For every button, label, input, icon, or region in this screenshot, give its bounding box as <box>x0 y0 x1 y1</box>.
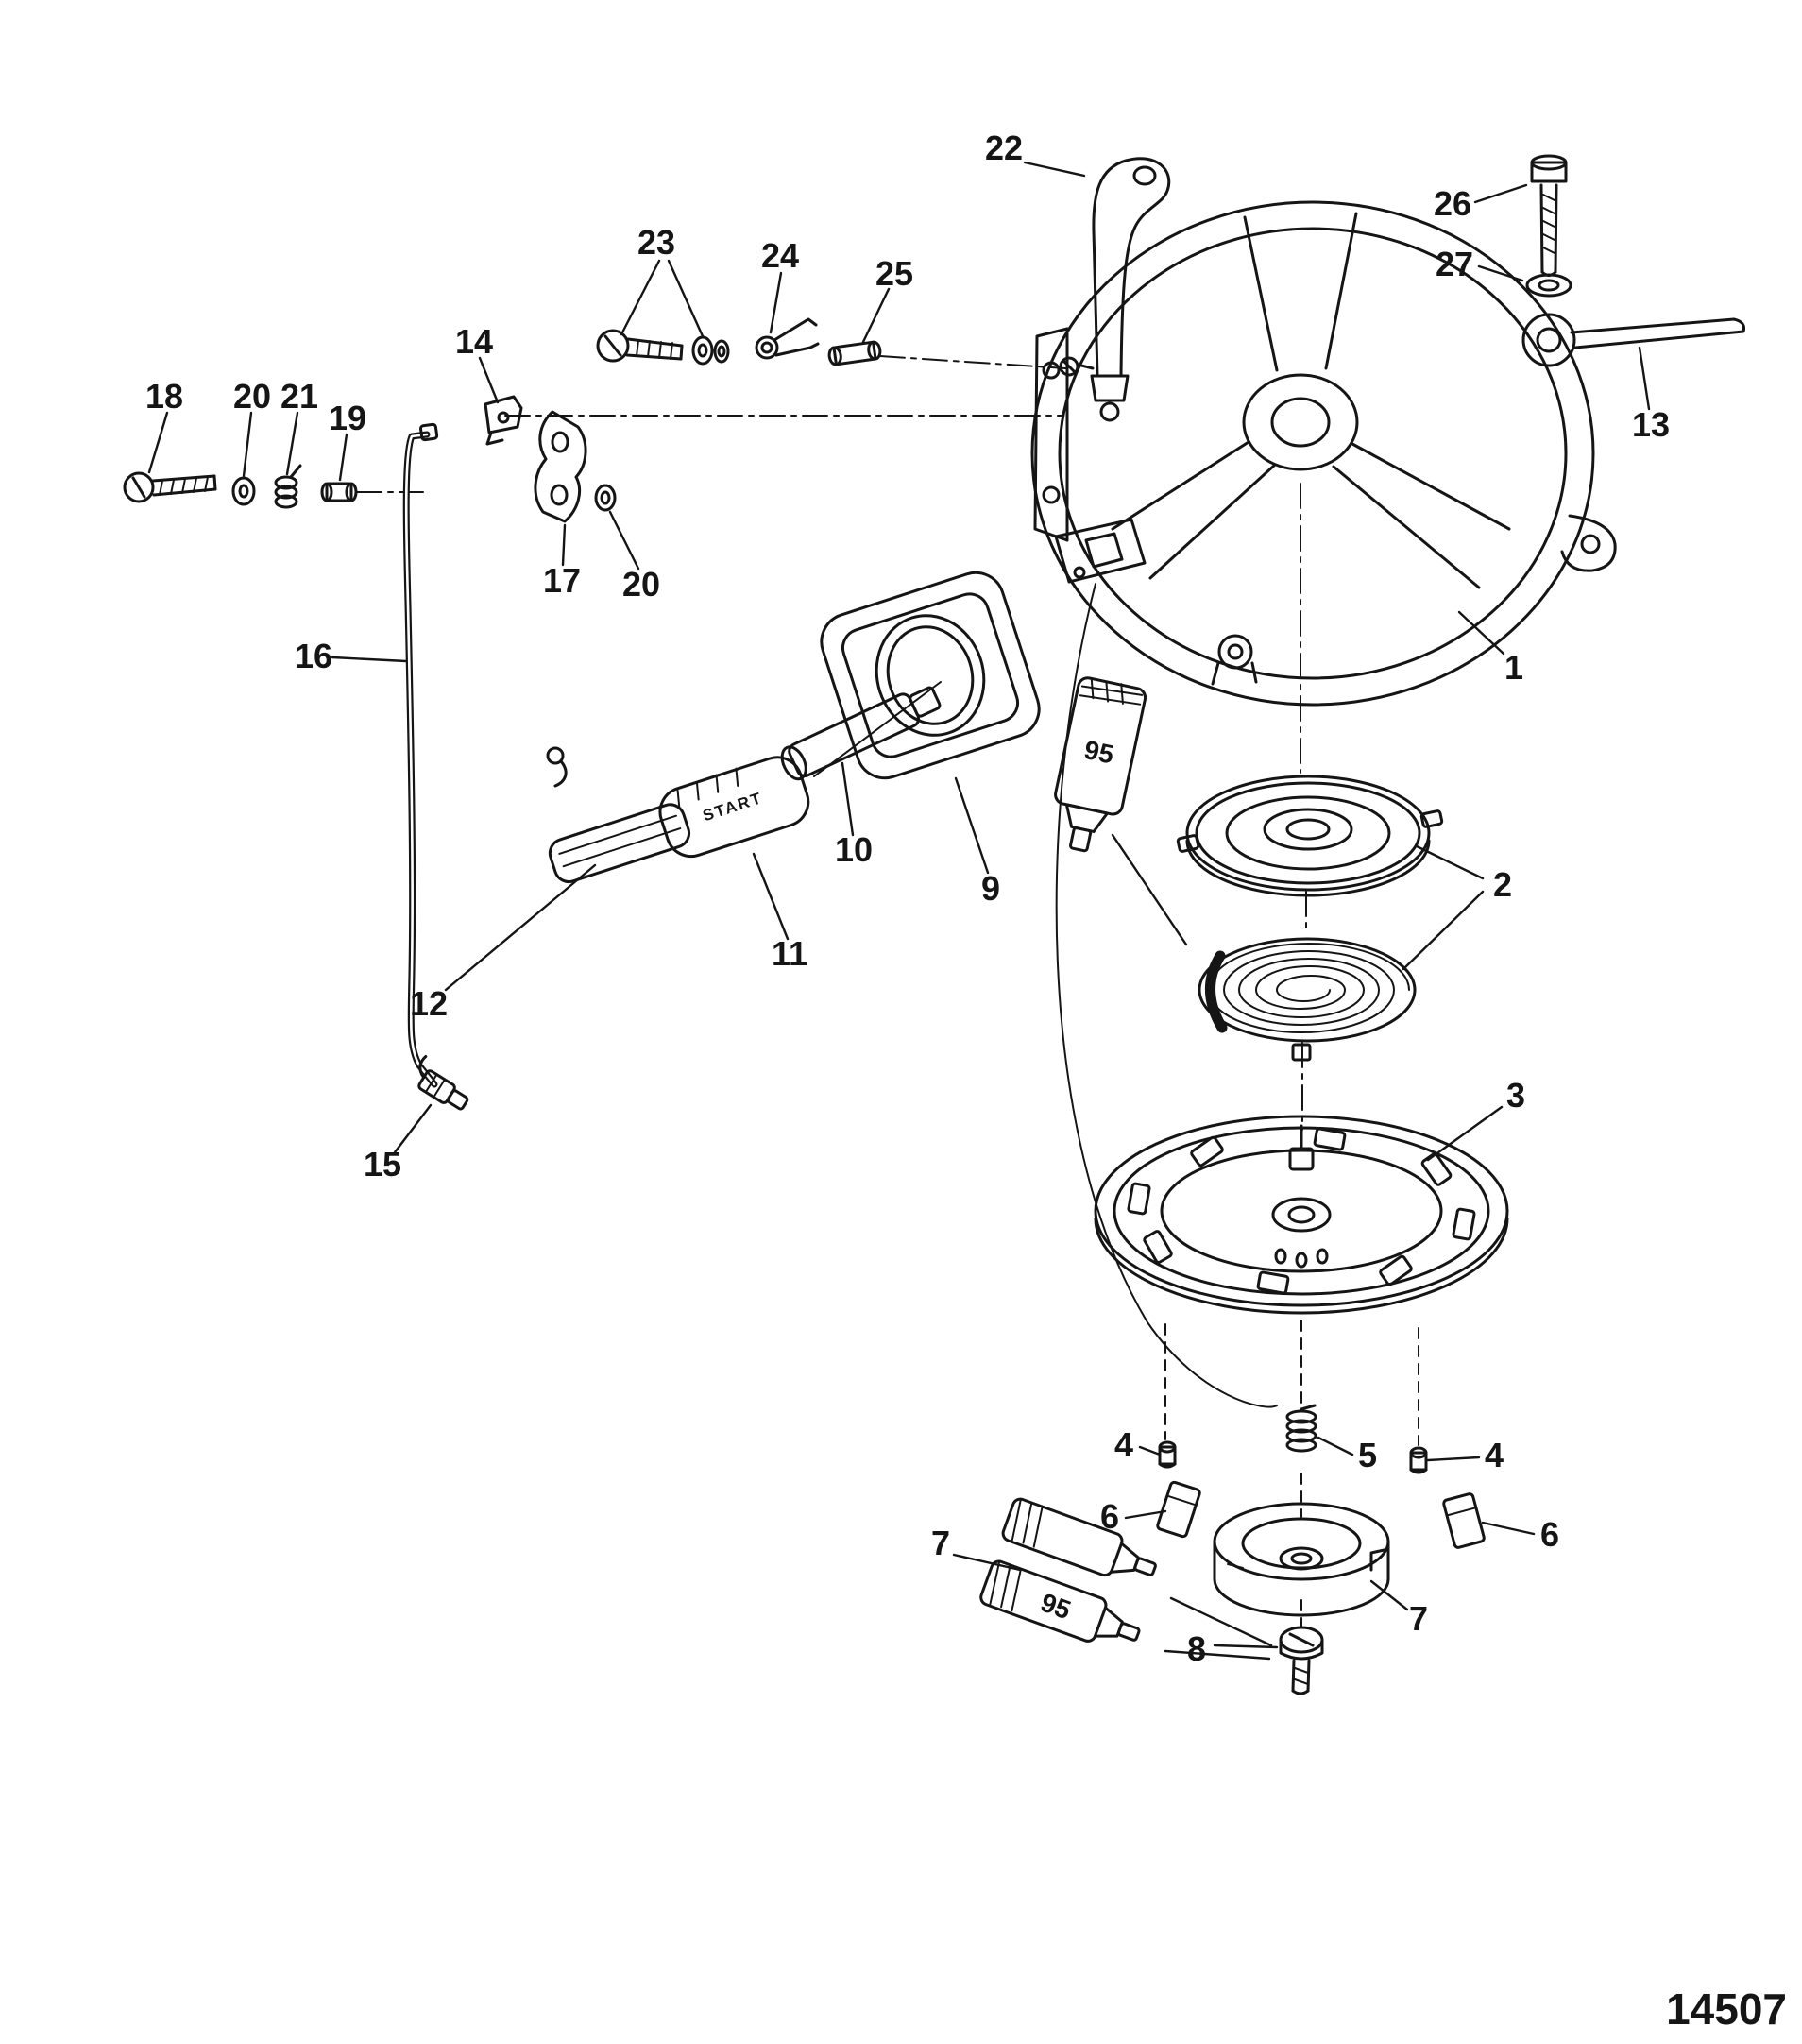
clamp-part-14 <box>484 395 523 446</box>
tube-95-top-label: 95 <box>1081 735 1116 770</box>
center-lines <box>356 355 1420 1627</box>
handle-start-text: START <box>701 789 765 825</box>
lever-part-22 <box>1090 157 1171 422</box>
rope-hook <box>546 746 568 788</box>
washer-stack-23 <box>691 335 730 366</box>
cover-plate-part-9 <box>820 571 1041 780</box>
tube-95-bottom-label: 95 <box>1037 1588 1075 1626</box>
screw-part-8 <box>1279 1626 1324 1695</box>
screw-part-18 <box>123 471 217 503</box>
pin-part-25 <box>827 340 882 366</box>
bushing-part-19 <box>320 482 358 502</box>
spring-part-21 <box>274 464 302 509</box>
spring-part-5 <box>1285 1404 1318 1453</box>
pawl-part-6-right <box>1442 1492 1486 1549</box>
leader-lines <box>147 161 1651 1661</box>
sealant-tube-part-7 <box>1001 1497 1157 1577</box>
torsion-spring-part-24 <box>755 317 820 360</box>
link-rod-part-13 <box>1522 313 1745 367</box>
clip-part-4-left <box>1158 1440 1177 1469</box>
bracket-plate-part-17 <box>534 410 587 523</box>
starter-rope <box>1055 583 1278 1408</box>
bolt-part-26 <box>1530 154 1568 277</box>
drawing-number: 14507 <box>1666 1984 1787 2034</box>
washer-part-20-left <box>231 476 256 506</box>
pulley-part-3 <box>1094 1115 1509 1315</box>
cup-part-7 <box>1213 1502 1390 1617</box>
cable-part-16 <box>402 422 439 1088</box>
shaft-axis-line <box>813 681 942 777</box>
sheave-part-2 <box>1176 775 1444 897</box>
washer-part-27 <box>1525 273 1572 298</box>
clip-part-4-right <box>1409 1446 1428 1474</box>
spiral-spring-part-2 <box>1198 937 1417 1062</box>
sealant-tube-95-bottom: 95 <box>979 1559 1141 1643</box>
cable-end-part-15 <box>417 1054 469 1111</box>
screw-part-23 <box>596 329 684 363</box>
pawl-part-6-left <box>1156 1480 1201 1539</box>
starter-housing-part-1 <box>1030 200 1617 707</box>
washer-part-20-right <box>594 484 617 512</box>
handle-grip-part-12 <box>548 803 691 884</box>
sealant-tube-95-top: 95 <box>1054 676 1148 853</box>
